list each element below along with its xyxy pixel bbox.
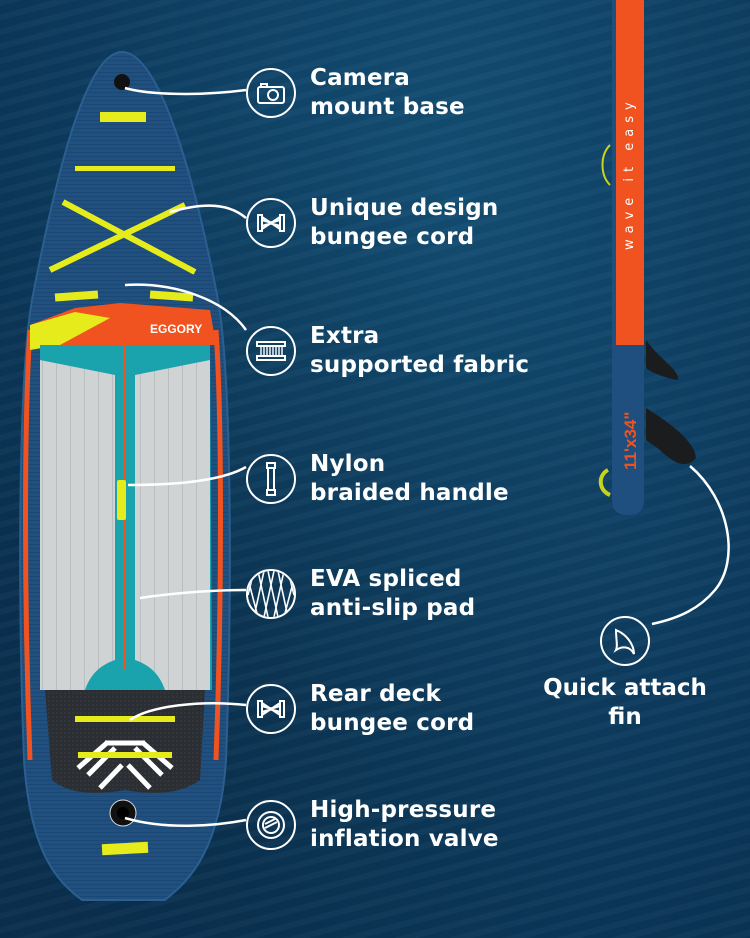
feature-title: Quick attach bbox=[543, 675, 707, 701]
feature-title: Nylon bbox=[310, 451, 386, 477]
feature-title: EVA spliced bbox=[310, 566, 462, 592]
feature-title: High-pressure bbox=[310, 797, 497, 823]
paddle-board-top-view: EGGORY bbox=[19, 50, 231, 901]
bungee-cord-icon bbox=[246, 684, 296, 734]
feature-valve: High-pressure inflation valve bbox=[246, 796, 499, 854]
feature-camera-mount: Camera mount base bbox=[246, 64, 465, 122]
size-label-text: 11'x34" bbox=[621, 412, 640, 470]
feature-fabric: Extra supported fabric bbox=[246, 322, 529, 380]
feature-quick-attach-fin: Quick attach fin bbox=[530, 616, 720, 732]
camera-icon bbox=[246, 68, 296, 118]
fin-icon bbox=[600, 616, 650, 666]
feature-bungee-front: Unique design bungee cord bbox=[246, 194, 498, 252]
feature-subtitle: fin bbox=[608, 704, 642, 730]
bungee-cord-icon bbox=[246, 198, 296, 248]
feature-handle: Nylon braided handle bbox=[246, 450, 509, 508]
feature-subtitle: braided handle bbox=[310, 480, 509, 506]
valve-icon bbox=[246, 800, 296, 850]
fabric-icon bbox=[246, 326, 296, 376]
feature-subtitle: bungee cord bbox=[310, 710, 475, 736]
mesh-pad-icon bbox=[246, 569, 296, 619]
slogan-text: wave it easy bbox=[622, 96, 637, 250]
handle-icon bbox=[246, 454, 296, 504]
feature-subtitle: mount base bbox=[310, 94, 465, 120]
feature-subtitle: anti-slip pad bbox=[310, 595, 476, 621]
feature-title: Rear deck bbox=[310, 681, 441, 707]
feature-subtitle: supported fabric bbox=[310, 352, 530, 378]
feature-subtitle: inflation valve bbox=[310, 826, 499, 852]
feature-title: Unique design bbox=[310, 195, 499, 221]
feature-title: Camera bbox=[310, 65, 411, 91]
feature-subtitle: bungee cord bbox=[310, 224, 475, 250]
feature-bungee-rear: Rear deck bungee cord bbox=[246, 680, 474, 738]
feature-eva-pad: EVA spliced anti-slip pad bbox=[246, 565, 475, 623]
feature-title: Extra bbox=[310, 323, 380, 349]
